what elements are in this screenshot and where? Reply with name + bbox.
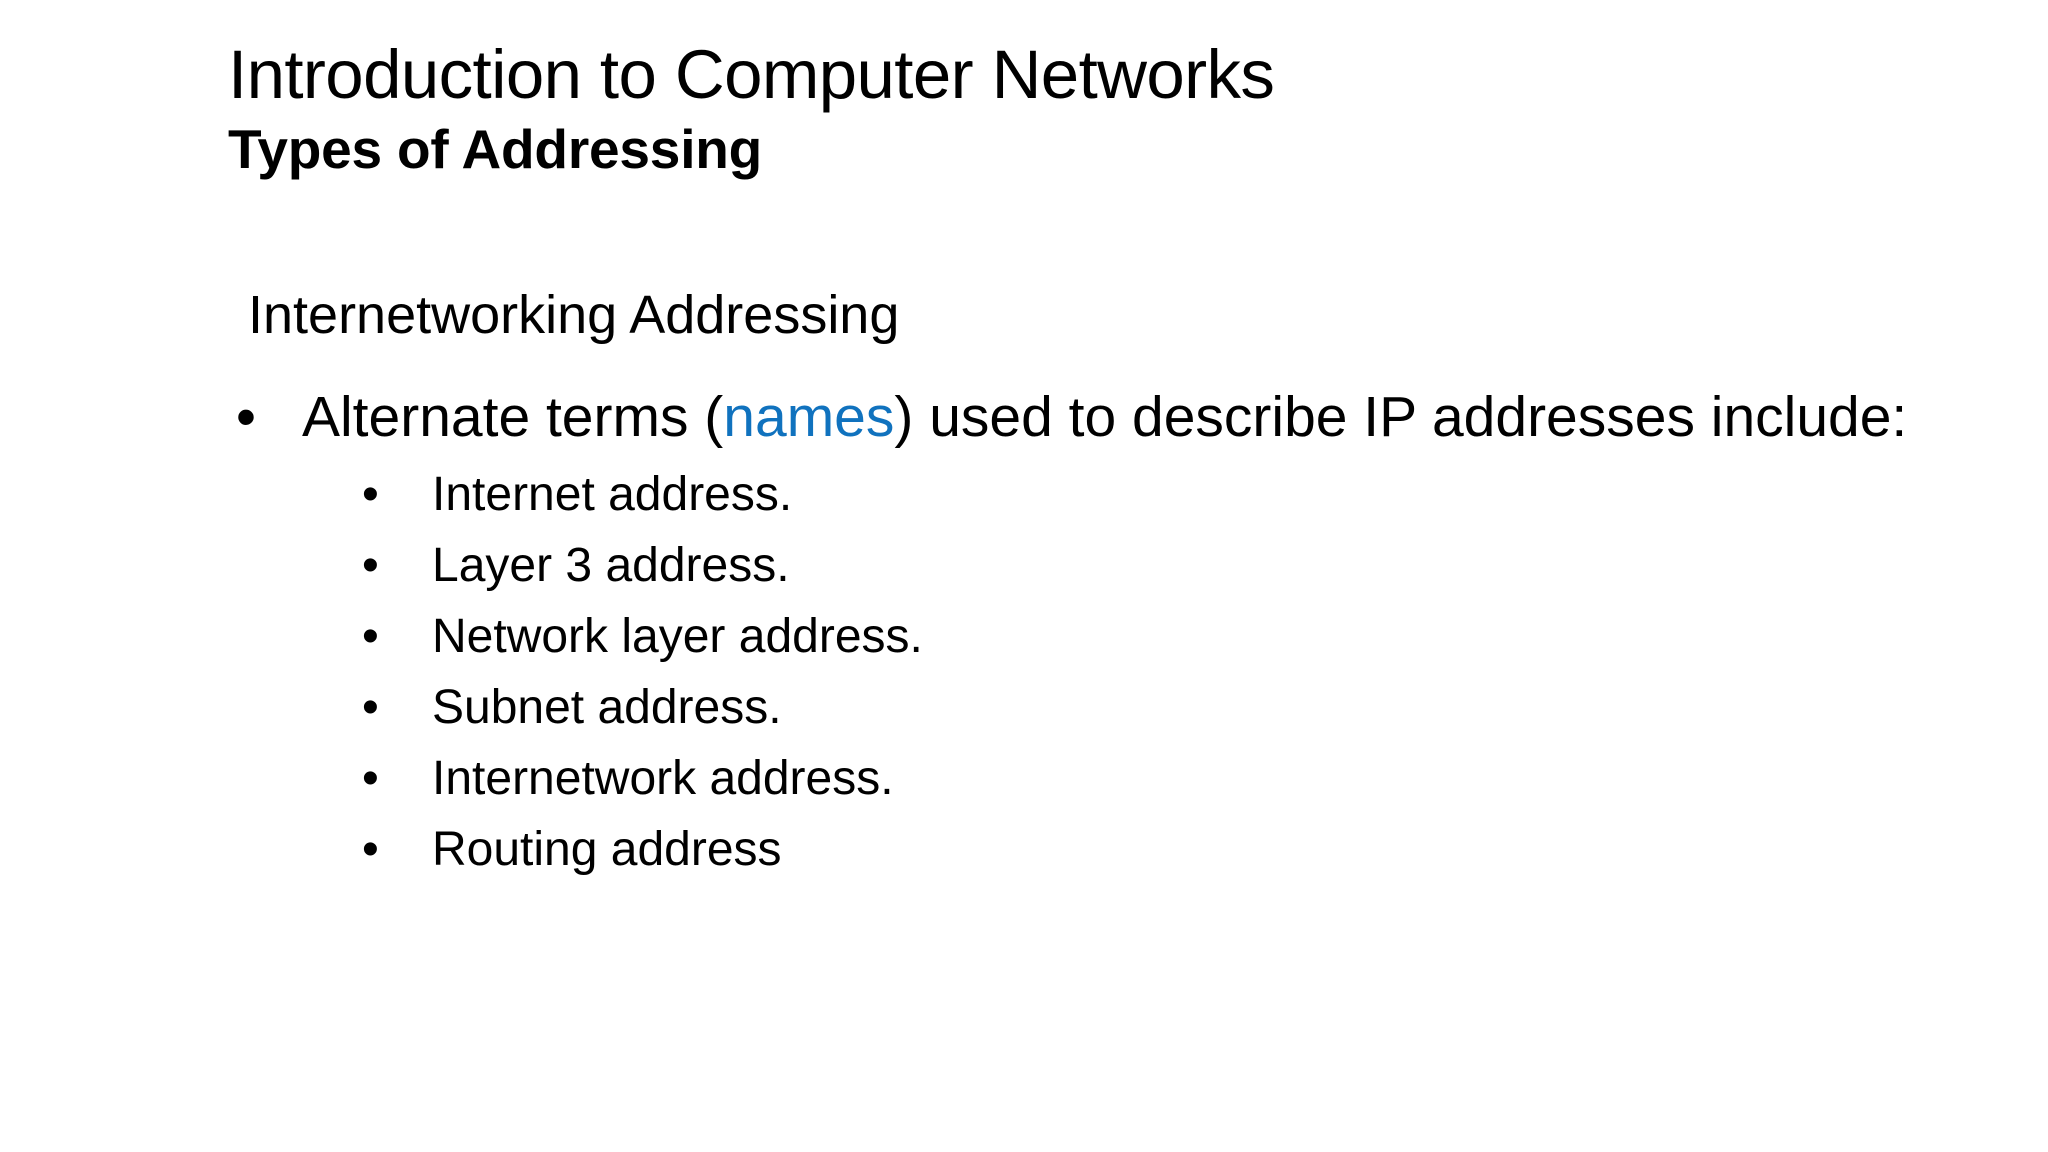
bullet-text-segment-before: Alternate terms (: [302, 385, 724, 449]
slide-subtitle: Internetworking Addressing: [248, 285, 900, 345]
bullet-item-level2: • Layer 3 address.: [302, 530, 1988, 601]
bullet-point-icon: •: [362, 538, 379, 592]
bullet-item-level2-text: Internet address.: [432, 467, 793, 521]
bullet-point-icon: •: [362, 467, 379, 521]
bullet-item-level2-text: Internetwork address.: [432, 751, 894, 805]
bullet-point-icon: •: [362, 680, 379, 734]
bullet-item-level1-text: Alternate terms (names) used to describe…: [302, 382, 1988, 453]
bullet-item-level2: • Internetwork address.: [302, 743, 1988, 814]
slide-title-primary: Introduction to Computer Networks: [228, 36, 1275, 113]
bullet-text-accent-names: names: [723, 385, 895, 449]
slide-title-block: Introduction to Computer Networks Types …: [228, 40, 1928, 182]
bullet-item-level2-text: Layer 3 address.: [432, 538, 790, 592]
slide-body-sub-bullet-list: • Internet address. • Layer 3 address. •…: [302, 459, 1988, 885]
slide-body-bullet-list: • Alternate terms (names) used to descri…: [228, 382, 1988, 885]
bullet-item-level1: • Alternate terms (names) used to descri…: [228, 382, 1988, 885]
bullet-item-level2: • Subnet address.: [302, 672, 1988, 743]
bullet-item-level2: • Internet address.: [302, 459, 1988, 530]
bullet-point-icon: •: [362, 609, 379, 663]
bullet-point-icon: •: [362, 822, 379, 876]
bullet-point-icon: •: [236, 385, 256, 449]
bullet-item-level2: • Routing address: [302, 814, 1988, 885]
bullet-item-level2-text: Subnet address.: [432, 680, 782, 734]
slide-title-secondary: Types of Addressing: [228, 118, 763, 180]
bullet-text-segment-after: ) used to describe IP addresses include:: [894, 385, 1908, 449]
bullet-item-level2-text: Routing address: [432, 822, 782, 876]
bullet-item-level2: • Network layer address.: [302, 601, 1988, 672]
bullet-point-icon: •: [362, 751, 379, 805]
bullet-item-level2-text: Network layer address.: [432, 609, 923, 663]
